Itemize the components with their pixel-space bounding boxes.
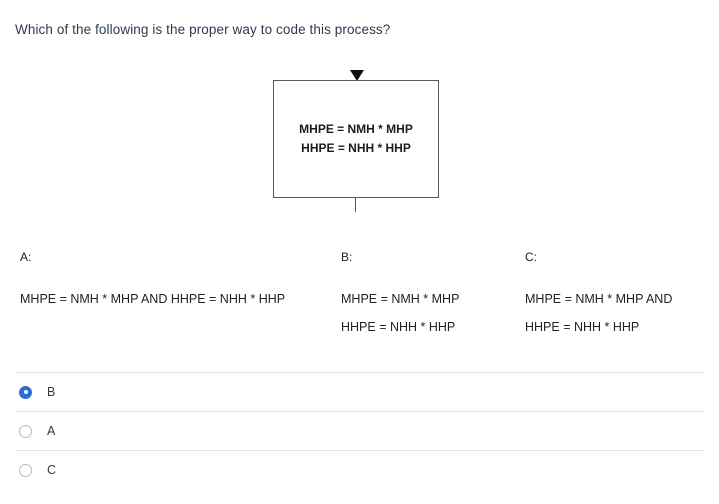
question-text: Which of the following is the proper way… [15,22,391,37]
process-box-line-1: MHPE = NMH * MHP [299,122,413,136]
radio-button-a[interactable] [19,424,32,438]
option-b-line-1: MHPE = NMH * MHP [341,292,460,306]
process-box [273,80,439,198]
option-b-key: B: [341,250,353,264]
choice-row-a[interactable]: A [15,411,704,450]
option-b-line-2: HHPE = NHH * HHP [341,320,456,334]
option-a-line-1: MHPE = NMH * MHP AND HHPE = NHH * HHP [20,292,286,306]
option-c-line-2: HHPE = NHH * HHP [525,320,640,334]
option-column-a: A: MHPE = NMH * MHP AND HHPE = NHH * HHP [20,250,320,313]
choice-row-c[interactable]: C [15,450,704,489]
choice-label-c: C [47,463,57,477]
choice-row-b[interactable]: B [15,372,704,411]
radio-button-c[interactable] [19,463,32,477]
process-box-line-2: HHPE = NHH * HHP [301,141,411,155]
flow-exit-connector [355,198,356,212]
choice-label-a: A [47,424,56,438]
choice-label-b: B [47,385,56,399]
radio-button-b[interactable] [19,385,32,399]
choice-list: B A C [0,372,719,489]
option-c-key: C: [525,250,537,264]
option-a-key: A: [20,250,32,264]
option-column-c: C: MHPE = NMH * MHP AND HHPE = NHH * HHP [525,250,705,341]
option-column-b: B: MHPE = NMH * MHP HHPE = NHH * HHP [341,250,511,341]
arrow-down-icon [350,70,364,81]
option-c-line-1: MHPE = NMH * MHP AND [525,292,673,306]
process-box-text: MHPE = NMH * MHP HHPE = NHH * HHP [273,120,439,158]
